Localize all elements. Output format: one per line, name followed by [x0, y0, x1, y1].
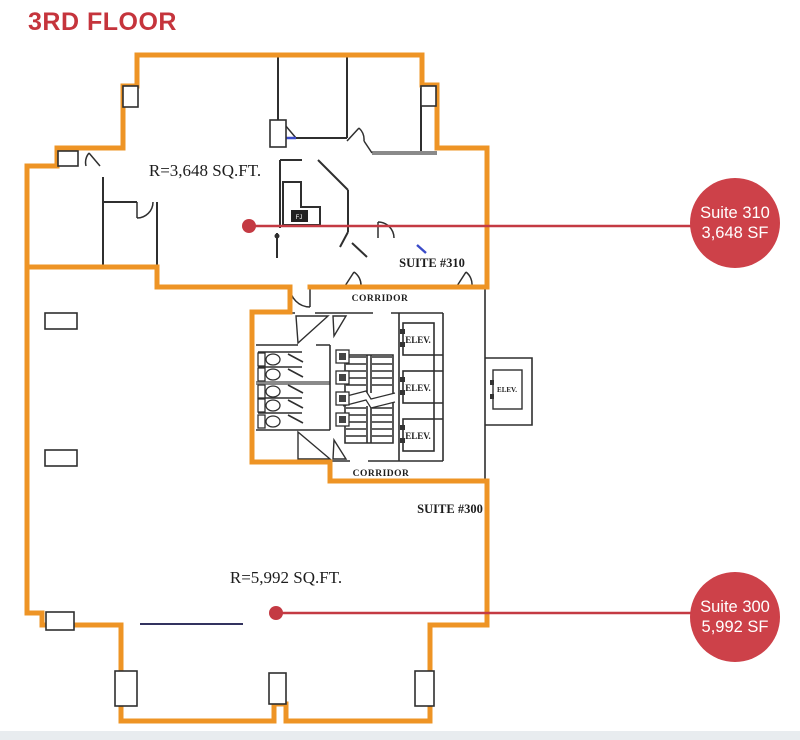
vestibule-doors	[295, 315, 348, 460]
column-box	[414, 670, 435, 707]
badge-suite-300-area: 5,992 SF	[702, 618, 769, 636]
column-box	[420, 85, 437, 107]
callout-suite-310: Suite 310 3,648 SF	[242, 178, 780, 268]
suite-300-area-label: R=5,992 SQ.FT.	[230, 568, 342, 587]
elevator-bank-alcoves	[433, 354, 443, 420]
stair-break-line	[342, 390, 396, 409]
elevator-shaft-1	[402, 322, 435, 356]
toilet	[257, 414, 281, 429]
elevator-label-3: ELEV.	[405, 431, 431, 441]
page-bottom-strip	[0, 731, 800, 740]
door-leaf	[297, 430, 332, 460]
suite-310-outline	[24, 52, 490, 290]
shaft-boxes	[335, 349, 350, 427]
column-box	[122, 85, 139, 108]
elevator-door-notches	[400, 329, 405, 443]
stair-treads	[346, 356, 392, 437]
callout-dot-suite-310	[242, 219, 256, 233]
elevator-shaft-2	[402, 370, 435, 404]
stair-enclosure	[344, 354, 394, 444]
closet-fixture-label: FJ	[296, 215, 303, 221]
suite-310-name-label: SUITE #310	[399, 256, 465, 270]
column-box	[45, 611, 75, 631]
pilaster-box	[44, 312, 78, 330]
suite-300-outline	[24, 264, 490, 724]
page-title: 3RD FLOOR	[28, 8, 177, 36]
callout-suite-300: Suite 300 5,992 SF	[269, 572, 780, 662]
corridor-bottom-label: CORRIDOR	[353, 469, 410, 479]
restroom-fixtures	[257, 352, 281, 429]
column-box	[268, 672, 287, 705]
badge-suite-300-name: Suite 300	[700, 598, 770, 616]
column-box	[269, 119, 287, 148]
wall-columns	[44, 85, 437, 707]
gray-walls	[256, 151, 437, 385]
pilaster-box	[44, 449, 78, 467]
suite-310-area-label: R=3,648 SQ.FT.	[149, 161, 261, 180]
toilet	[257, 367, 281, 382]
door-blue-ticks	[283, 136, 427, 254]
callout-badge-suite-310	[690, 178, 780, 268]
restroom-stall-partitions	[258, 351, 304, 424]
lease-outlines	[24, 52, 490, 724]
closet-fixture	[291, 210, 308, 222]
core-corridor-outline	[249, 284, 490, 484]
column-box	[114, 670, 138, 707]
callout-badge-suite-300	[690, 572, 780, 662]
side-elevator-notches	[490, 380, 494, 399]
door-leaf	[332, 437, 348, 460]
elevator-shaft-3	[402, 418, 435, 452]
badge-suite-310-name: Suite 310	[700, 204, 770, 222]
badge-suite-310-area: 3,648 SF	[702, 224, 769, 242]
elevator-label-2: ELEV.	[405, 383, 431, 393]
toilet	[257, 398, 281, 413]
suite-310-partition-walls	[102, 57, 422, 265]
callout-dot-suite-300	[269, 606, 283, 620]
corridor-top-label: CORRIDOR	[352, 294, 409, 304]
toilet	[257, 384, 281, 399]
gray-wall-segments	[256, 151, 437, 385]
column-box	[57, 150, 79, 167]
stair-break-mask	[343, 391, 395, 408]
side-elevator-shaft	[492, 369, 523, 410]
elevator-label-1: ELEV.	[405, 335, 431, 345]
side-elevator-label: ELEV.	[497, 386, 517, 394]
door-leaf	[332, 315, 348, 339]
elevator-bank: ELEV. ELEV. ELEV. ELEV.	[400, 322, 523, 452]
door-leaf	[295, 315, 330, 345]
side-elevator-lobby-walls	[484, 289, 533, 481]
core-walls	[256, 289, 533, 481]
column-dot	[274, 233, 280, 239]
suite-300-name-label: SUITE #300	[417, 502, 483, 516]
toilet	[257, 352, 281, 367]
